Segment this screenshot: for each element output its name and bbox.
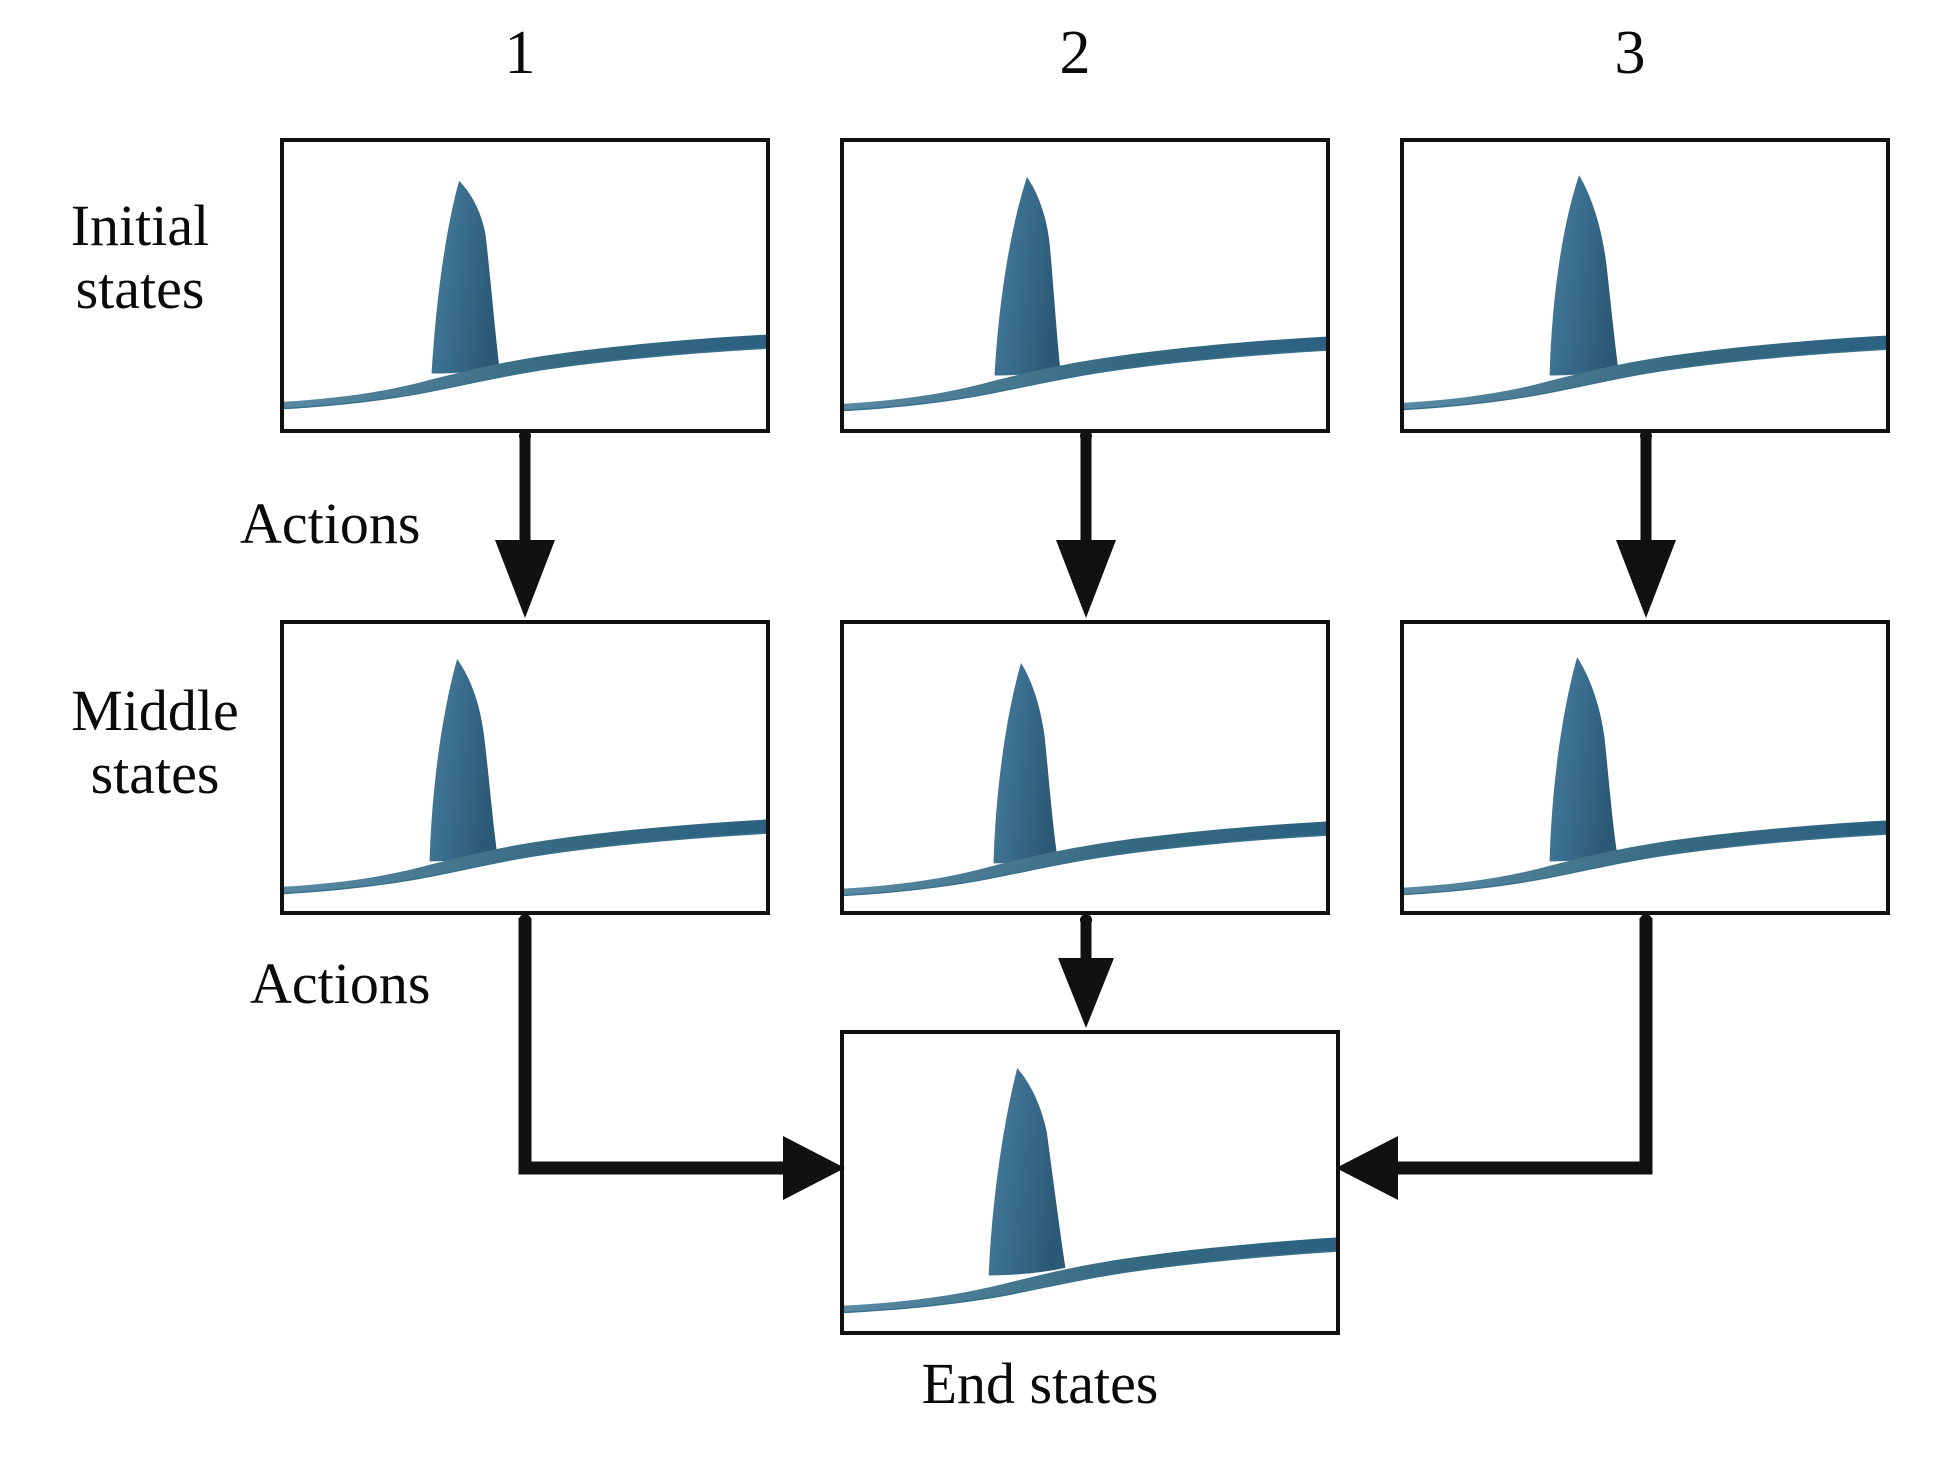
column-header-2: 2 [1059,19,1091,87]
panel-end-state-1[interactable] [840,1030,1340,1335]
wave-crest [284,334,766,409]
wave-baseline [284,347,766,410]
row-label-initial-states: Initial states [70,193,210,321]
wave-baseline [284,832,766,895]
wave-baseline [844,349,1326,412]
arrow-middle2-to-end [1058,914,1114,1028]
row-label-end-states: End states [921,1351,1159,1416]
wave-baseline [1404,833,1886,896]
arrow-initial1-to-middle1 [495,430,555,618]
wave-crest [844,336,1326,411]
wave-fin-plot-end-1 [844,1068,1336,1314]
column-header-1: 1 [504,19,536,87]
fin-body [431,180,500,374]
wave-fin-plot-initial-3 [1404,175,1886,411]
wave-fin-plot-initial-1 [284,180,766,410]
action-label-initial-to-middle: Actions [240,491,421,556]
wave-baseline [844,834,1326,897]
arrow-initial2-to-middle2 [1056,430,1116,618]
panel-middle-state-3[interactable] [1400,620,1890,915]
arrow-initial3-to-middle3 [1616,430,1676,618]
wave-crest [1404,335,1886,410]
wave-fin-plot-initial-2 [844,177,1326,412]
fin-body [994,177,1061,376]
panel-middle-state-1[interactable] [280,620,770,915]
wave-baseline [1404,348,1886,411]
panel-initial-state-2[interactable] [840,138,1330,433]
fin-body [429,659,498,862]
fin-body [1549,175,1619,376]
panel-initial-state-3[interactable] [1400,138,1890,433]
fin-body [988,1068,1066,1276]
wave-fin-plot-middle-1 [284,659,766,895]
fin-body [993,662,1058,864]
wave-crest [844,821,1326,896]
wave-crest [844,1237,1336,1313]
wave-fin-plot-middle-3 [1404,657,1886,896]
arrow-middle3-to-end [1336,914,1653,1200]
row-label-middle-states: Middle states [71,678,239,806]
column-header-3: 3 [1614,19,1646,87]
arrow-middle1-to-end [518,914,845,1200]
panel-middle-state-2[interactable] [840,620,1330,915]
wave-crest [284,819,766,894]
wave-fin-plot-middle-2 [844,662,1326,897]
fin-body [1549,657,1618,862]
action-label-middle-to-end: Actions [250,951,431,1016]
panel-initial-state-1[interactable] [280,138,770,433]
wave-crest [1404,820,1886,895]
wave-baseline [844,1250,1336,1314]
